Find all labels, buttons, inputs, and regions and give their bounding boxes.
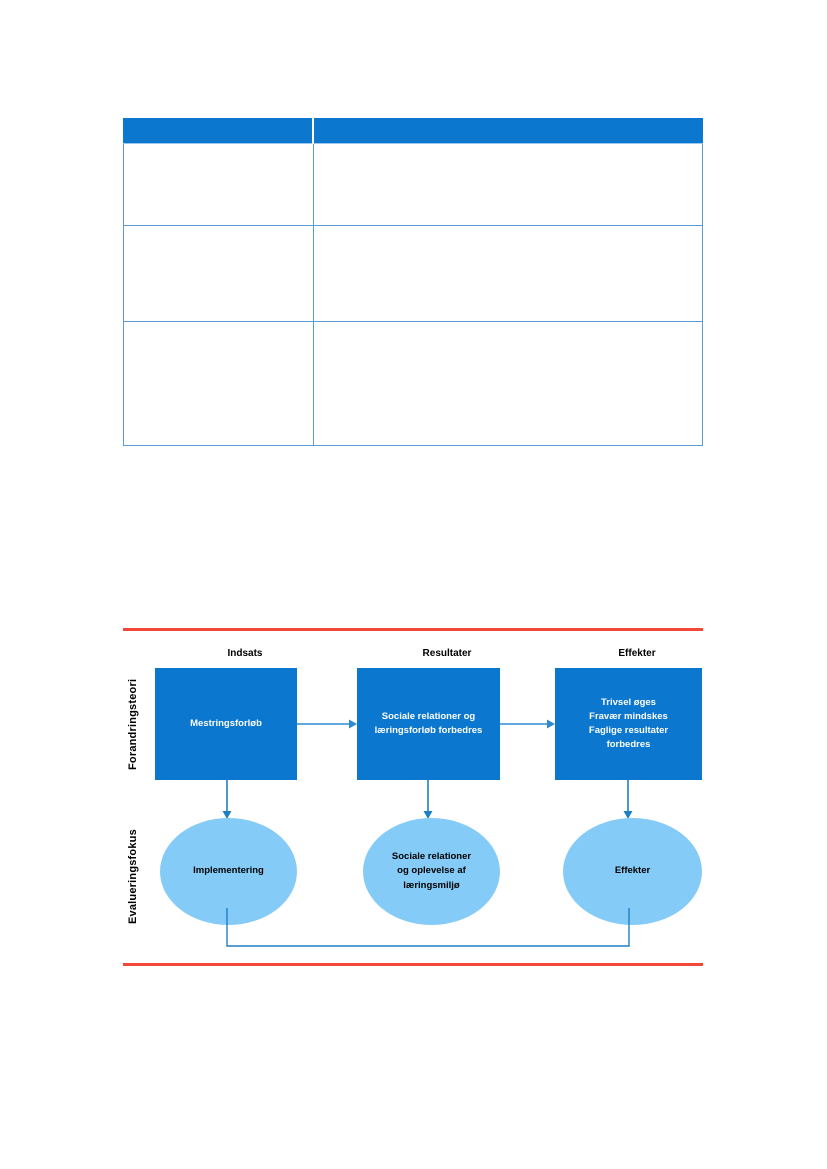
table-header-cell-1 [123, 118, 314, 144]
theory-box-text-3: Trivsel øges Fravær mindskes Faglige res… [588, 696, 669, 751]
table-cell [123, 225, 314, 322]
table-header-label-2 [314, 119, 702, 126]
table-cell-text [124, 144, 313, 153]
arrow-box1-to-ellipse1 [219, 780, 235, 820]
column-title-resultater: Resultater [422, 648, 472, 659]
arrow-box2-to-ellipse2 [420, 780, 436, 820]
table-cell-text [124, 322, 313, 331]
arrow-box2-to-box3 [500, 716, 557, 732]
table-header-row [123, 118, 703, 144]
figure-top-rule [123, 628, 703, 631]
eval-ellipse-text-2: Sociale relationer og oplevelse af lærin… [391, 851, 472, 891]
data-table [123, 118, 703, 446]
figure-bottom-rule [123, 963, 703, 966]
table-cell-text [314, 226, 703, 235]
table-row [123, 321, 703, 446]
table-cell [123, 143, 314, 226]
theory-box-mestringsforloeb: Mestringsforløb [155, 668, 297, 780]
rail-label-evalueringsfokus: Evalueringsfokus [127, 829, 139, 925]
arrow-box3-to-ellipse3 [620, 780, 636, 820]
table-cell-text [314, 322, 703, 331]
column-title-effekter: Effekter [618, 648, 656, 659]
table-cell [312, 225, 703, 322]
eval-ellipse-text-1: Implementering [193, 865, 264, 877]
theory-box-text-2: Sociale relationer og læringsforløb forb… [374, 710, 483, 736]
table [123, 118, 703, 446]
table-cell [312, 321, 703, 446]
eval-ellipse-sociale-relationer: Sociale relationer og oplevelse af lærin… [363, 818, 500, 925]
table-row [123, 225, 703, 322]
table-cell-text [124, 226, 313, 235]
theory-box-text-1: Mestringsforløb [190, 717, 262, 729]
table-cell [123, 321, 314, 446]
table-row [123, 143, 703, 226]
table-header-cell-2 [312, 118, 703, 144]
bottom-bracket-connector [223, 908, 633, 952]
table-cell-text [314, 144, 703, 153]
eval-ellipse-effekter: Effekter [563, 818, 702, 925]
theory-box-effekter: Trivsel øges Fravær mindskes Faglige res… [555, 668, 702, 780]
eval-ellipse-text-3: Effekter [614, 865, 651, 877]
eval-ellipse-implementering: Implementering [160, 818, 297, 925]
column-title-indsats: Indsats [227, 648, 263, 659]
rail-label-forandringsteori: Forandringsteori [127, 678, 139, 770]
theory-box-sociale-relationer: Sociale relationer og læringsforløb forb… [357, 668, 500, 780]
table-cell [312, 143, 703, 226]
arrow-box1-to-box2 [297, 716, 359, 732]
table-header-label-1 [124, 119, 312, 126]
logic-model-figure: Indsats Resultater Effekter Forandringst… [123, 628, 703, 966]
